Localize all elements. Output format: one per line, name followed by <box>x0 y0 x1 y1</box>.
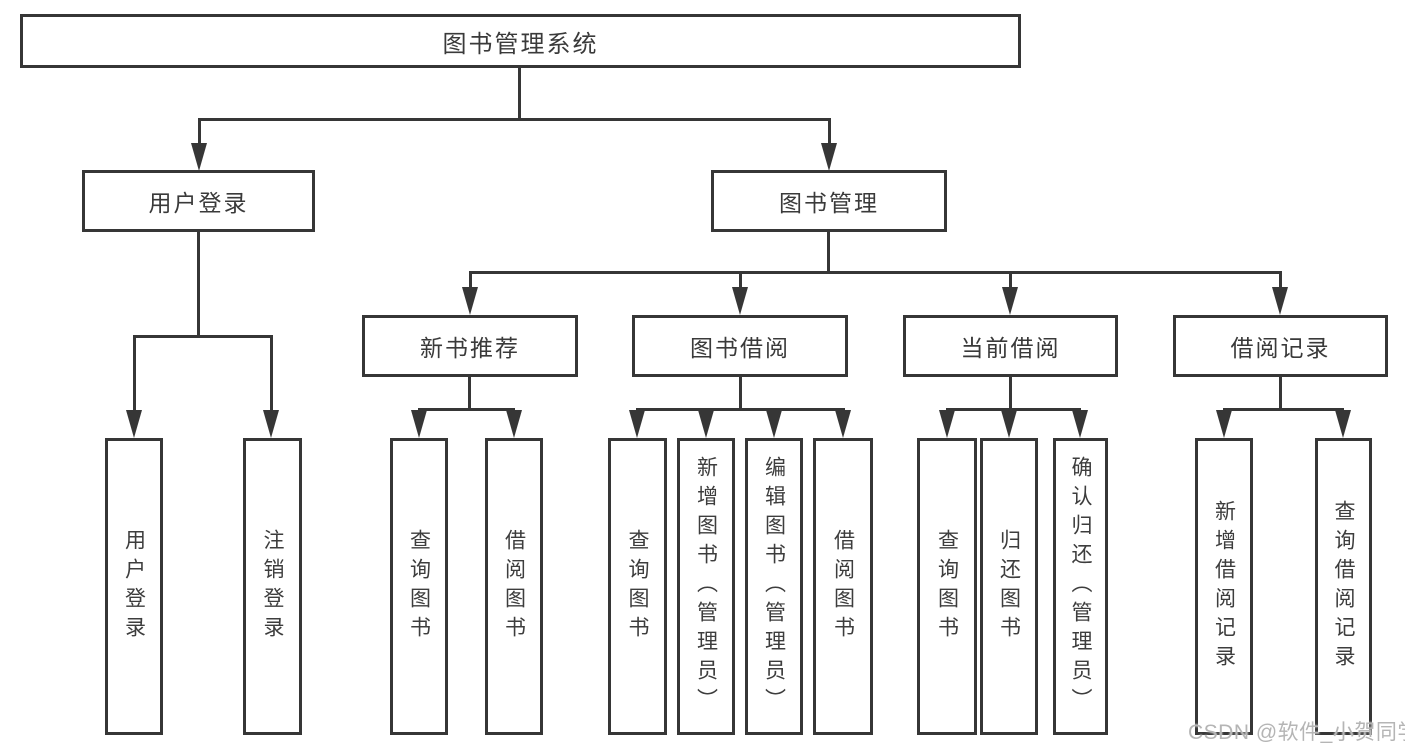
connector-line <box>133 335 136 411</box>
arrowhead-icon <box>1072 410 1088 438</box>
leaf-label: 新增借阅记录 <box>1212 499 1236 674</box>
arrowhead-icon <box>939 410 955 438</box>
leaf-label: 查询借阅记录 <box>1332 499 1355 674</box>
connector-line <box>1009 377 1012 408</box>
arrowhead-icon <box>698 410 714 438</box>
leaf-label: 归还图书 <box>997 528 1021 645</box>
node-current-borrow: 当前借阅 <box>903 315 1118 377</box>
leaf-borrow-books-recommend: 借阅图书 <box>485 438 543 735</box>
node-borrow-records: 借阅记录 <box>1173 315 1388 377</box>
node-borrow-records-label: 借阅记录 <box>1230 335 1331 361</box>
connector-line <box>1279 271 1282 287</box>
leaf-query-borrow-record: 查询借阅记录 <box>1315 438 1372 735</box>
connector-line <box>1009 271 1012 287</box>
connector-line <box>1223 408 1344 411</box>
leaf-logout: 注销登录 <box>243 438 302 735</box>
connector-line <box>636 408 845 411</box>
arrowhead-icon <box>629 410 645 438</box>
connector-line <box>1279 377 1282 408</box>
leaf-add-borrow-record: 新增借阅记录 <box>1195 438 1253 735</box>
node-user-login: 用户登录 <box>82 170 315 232</box>
connector-line <box>270 335 273 411</box>
leaf-label: 编辑图书（管理员） <box>762 456 786 717</box>
leaf-user-login: 用户登录 <box>105 438 163 735</box>
arrowhead-icon <box>462 287 478 315</box>
connector-line <box>469 271 472 287</box>
node-new-book-recommend: 新书推荐 <box>362 315 578 377</box>
leaf-label: 新增图书（管理员） <box>694 456 718 717</box>
arrowhead-icon <box>1002 287 1018 315</box>
connector-line <box>739 377 742 408</box>
watermark: CSDN @软件_小贺同学 <box>1188 721 1405 744</box>
leaf-label: 用户登录 <box>122 528 146 645</box>
arrowhead-icon <box>835 410 851 438</box>
leaf-add-books-admin: 新增图书（管理员） <box>677 438 735 735</box>
connector-line <box>418 408 515 411</box>
node-book-management: 图书管理 <box>711 170 947 232</box>
arrowhead-icon <box>506 410 522 438</box>
arrowhead-icon <box>191 143 207 171</box>
leaf-edit-books-admin: 编辑图书（管理员） <box>745 438 803 735</box>
node-current-borrow-label: 当前借阅 <box>960 335 1061 361</box>
arrowhead-icon <box>263 410 279 438</box>
connector-line <box>468 377 471 408</box>
node-user-login-label: 用户登录 <box>148 190 249 216</box>
connector-line <box>198 118 831 121</box>
leaf-label: 确认归还（管理员） <box>1069 456 1092 717</box>
leaf-label: 查询图书 <box>626 528 649 645</box>
connector-line <box>946 408 1081 411</box>
connector-line <box>739 271 742 287</box>
arrowhead-icon <box>821 143 837 171</box>
leaf-label: 借阅图书 <box>831 528 855 645</box>
arrowhead-icon <box>766 410 782 438</box>
connector-line <box>827 232 830 271</box>
node-new-book-recommend-label: 新书推荐 <box>420 335 520 361</box>
leaf-label: 查询图书 <box>407 528 431 645</box>
arrowhead-icon <box>1335 410 1351 438</box>
leaf-query-books-borrow: 查询图书 <box>608 438 667 735</box>
arrowhead-icon <box>411 410 427 438</box>
node-book-management-label: 图书管理 <box>779 190 879 216</box>
connector-line <box>828 118 831 144</box>
arrowhead-icon <box>1272 287 1288 315</box>
connector-line <box>518 68 521 118</box>
node-book-borrow-label: 图书借阅 <box>690 335 790 361</box>
leaf-query-books-recommend: 查询图书 <box>390 438 448 735</box>
connector-line <box>133 335 273 338</box>
leaf-borrow-books: 借阅图书 <box>813 438 873 735</box>
node-root-label: 图书管理系统 <box>442 30 599 58</box>
leaf-label: 查询图书 <box>935 528 959 645</box>
arrowhead-icon <box>1001 410 1017 438</box>
leaf-label: 借阅图书 <box>502 528 526 645</box>
connector-line <box>469 271 1281 274</box>
connector-line <box>197 232 200 335</box>
arrowhead-icon <box>126 410 142 438</box>
leaf-label: 注销登录 <box>261 528 284 645</box>
leaf-return-books: 归还图书 <box>980 438 1038 735</box>
node-book-borrow: 图书借阅 <box>632 315 848 377</box>
node-root: 图书管理系统 <box>20 14 1021 68</box>
leaf-query-books-current: 查询图书 <box>917 438 977 735</box>
arrowhead-icon <box>1216 410 1232 438</box>
connector-line <box>198 118 201 144</box>
arrowhead-icon <box>732 287 748 315</box>
leaf-confirm-return-admin: 确认归还（管理员） <box>1053 438 1108 735</box>
